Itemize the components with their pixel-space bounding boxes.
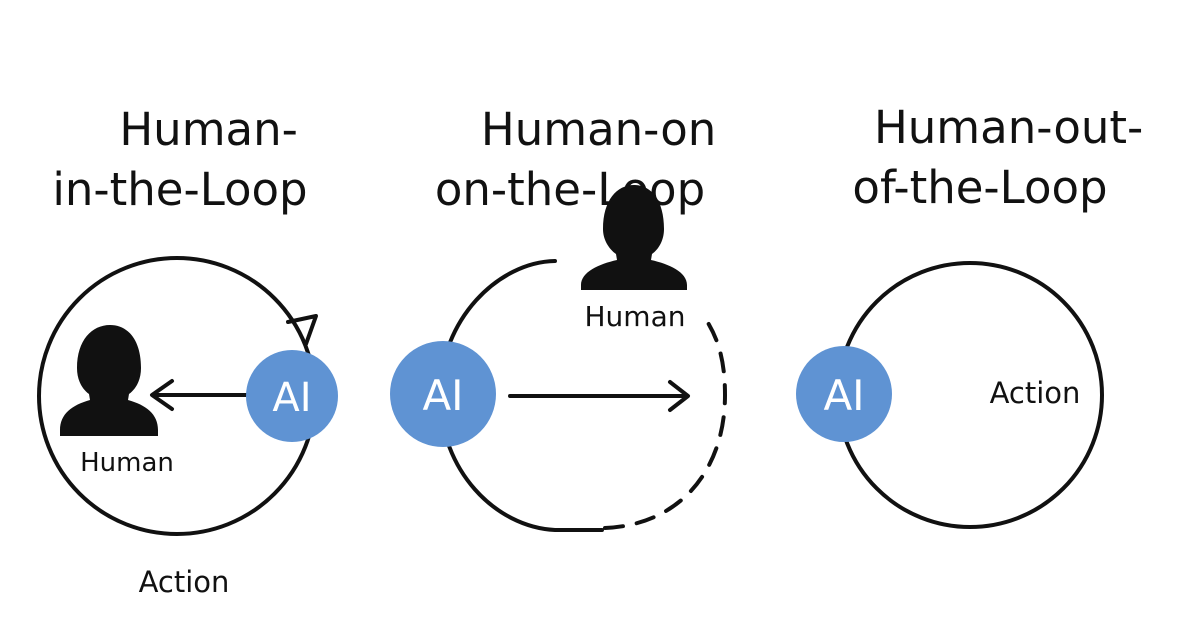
person-icon (60, 325, 158, 436)
panel-human-in-the-loop: Human-in-the-Loop Human AI Action (0, 0, 360, 623)
ai-label: AI (422, 371, 463, 420)
ai-label: AI (823, 371, 864, 420)
panel-title: Human-in-the-Loop (0, 40, 360, 280)
ai-node (246, 350, 338, 442)
ai-label: AI (272, 375, 311, 421)
title-line-1: Human-out- (873, 101, 1144, 154)
person-icon (581, 185, 687, 290)
ai-node (390, 341, 496, 447)
action-label: Action (990, 376, 1081, 410)
action-label: Action (139, 565, 230, 599)
title-line-1: Human-on (480, 103, 717, 156)
title-line-1: Human- (119, 103, 298, 156)
human-label: Human (585, 300, 686, 333)
title-line-2: of-the-Loop (852, 161, 1108, 214)
hotl-diagram: Human AI (390, 185, 728, 532)
arrow-left-icon (150, 379, 248, 411)
panel-human-out-of-the-loop: Human-out-of-the-Loop AI Action (780, 0, 1180, 623)
human-label: Human (80, 448, 174, 478)
hootl-diagram: AI Action (796, 261, 1104, 529)
loop-arc-dashed (603, 316, 728, 530)
hitl-diagram: Human AI Action (37, 256, 338, 599)
arrow-right-icon (508, 380, 690, 412)
title-line-2: in-the-Loop (52, 163, 308, 216)
loop-arrowhead-icon (286, 314, 318, 346)
panel-title: Human-out-of-the-Loop (780, 38, 1180, 278)
ai-node (796, 346, 892, 442)
